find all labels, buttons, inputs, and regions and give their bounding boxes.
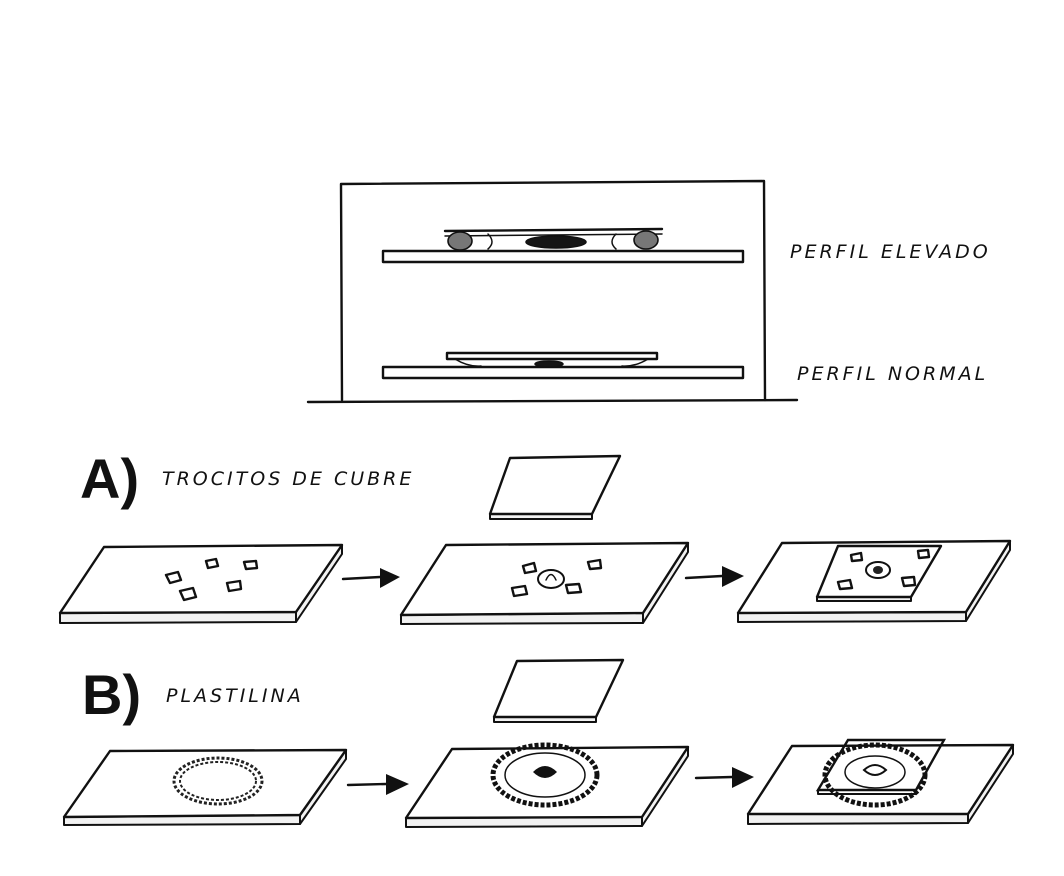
plasticine-ring-b-1 bbox=[172, 756, 264, 806]
section-a-caption: TROCITOS DE CUBRE bbox=[162, 468, 414, 490]
label-perfil-elevado: PERFIL ELEVADO bbox=[790, 241, 991, 263]
section-b-letter: B) bbox=[82, 663, 141, 726]
elevated-profile-drawing bbox=[381, 227, 745, 264]
section-a-letter: A) bbox=[80, 447, 139, 510]
spacer-right bbox=[633, 230, 659, 250]
slide-b-1 bbox=[62, 748, 348, 826]
plasticine-ring-b-2 bbox=[490, 742, 600, 808]
slide-b-2 bbox=[404, 742, 690, 828]
section-b-caption: PLASTILINA bbox=[166, 685, 304, 707]
specimen-elevated bbox=[525, 235, 587, 249]
specimen-b-3 bbox=[862, 764, 888, 776]
slide-a-3 bbox=[736, 539, 1012, 623]
specimen-a-2 bbox=[537, 569, 565, 589]
specimen-normal bbox=[534, 360, 564, 368]
slide-a-1 bbox=[58, 543, 344, 624]
coverslip-b bbox=[492, 658, 625, 723]
arrow-b-2 bbox=[694, 767, 754, 788]
glass-fragments bbox=[164, 557, 259, 602]
arrow-a-1 bbox=[341, 568, 400, 588]
slide-a-2 bbox=[399, 541, 690, 625]
specimen-b-2 bbox=[533, 766, 557, 778]
spacer-left bbox=[447, 231, 473, 251]
arrow-a-2 bbox=[684, 566, 744, 587]
normal-profile-drawing bbox=[381, 351, 745, 380]
slide-b-3 bbox=[746, 738, 1015, 825]
profile-box bbox=[306, 179, 799, 404]
arrow-b-1 bbox=[346, 774, 409, 795]
label-perfil-normal: PERFIL NORMAL bbox=[797, 363, 988, 385]
coverslip-a bbox=[488, 454, 622, 520]
